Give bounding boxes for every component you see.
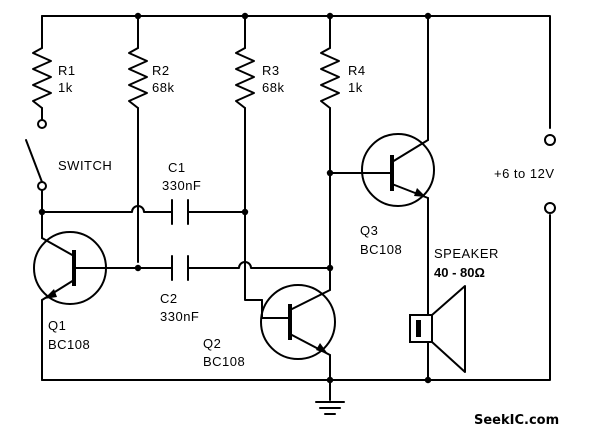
r4-value: 1k xyxy=(348,80,363,95)
c2-ref: C2 xyxy=(160,291,178,306)
r2-value: 68k xyxy=(152,80,174,95)
r3-ref: R3 xyxy=(262,63,280,78)
q2-ref: Q2 xyxy=(203,336,221,351)
resistor-r1 xyxy=(32,47,52,109)
wires xyxy=(41,15,551,401)
ground-symbol xyxy=(315,401,345,415)
transistor-q3 xyxy=(361,133,435,207)
speaker-impedance: 40 - 80Ω xyxy=(434,265,485,280)
capacitor-c1 xyxy=(171,199,189,225)
r3-value: 68k xyxy=(262,80,284,95)
supply-terminals xyxy=(544,134,556,214)
resistor-r3 xyxy=(235,47,255,109)
speaker-label: SPEAKER xyxy=(434,246,499,261)
watermark: SeekIC.com xyxy=(474,413,559,428)
transistor-q1 xyxy=(33,231,107,305)
junctions xyxy=(38,12,432,384)
c1-value: 330nF xyxy=(162,178,201,193)
capacitor-c2 xyxy=(171,255,189,281)
resistor-r2 xyxy=(128,47,148,109)
q3-ref: Q3 xyxy=(360,223,378,238)
switch-label: SWITCH xyxy=(58,158,112,173)
r4-ref: R4 xyxy=(348,63,366,78)
transistor-q2 xyxy=(260,284,336,360)
speaker xyxy=(409,285,466,373)
labels: R1 1k R2 68k R3 68k R4 1k SWITCH C1 330n… xyxy=(48,63,559,428)
q1-ref: Q1 xyxy=(48,318,66,333)
c1-ref: C1 xyxy=(168,160,186,175)
q3-part: BC108 xyxy=(360,242,402,257)
c2-value: 330nF xyxy=(160,309,199,324)
r1-ref: R1 xyxy=(58,63,76,78)
resistor-r4 xyxy=(320,47,340,109)
q1-part: BC108 xyxy=(48,337,90,352)
switch xyxy=(25,119,47,191)
supply-label: +6 to 12V xyxy=(494,166,555,181)
r1-value: 1k xyxy=(58,80,73,95)
r2-ref: R2 xyxy=(152,63,170,78)
q2-part: BC108 xyxy=(203,354,245,369)
